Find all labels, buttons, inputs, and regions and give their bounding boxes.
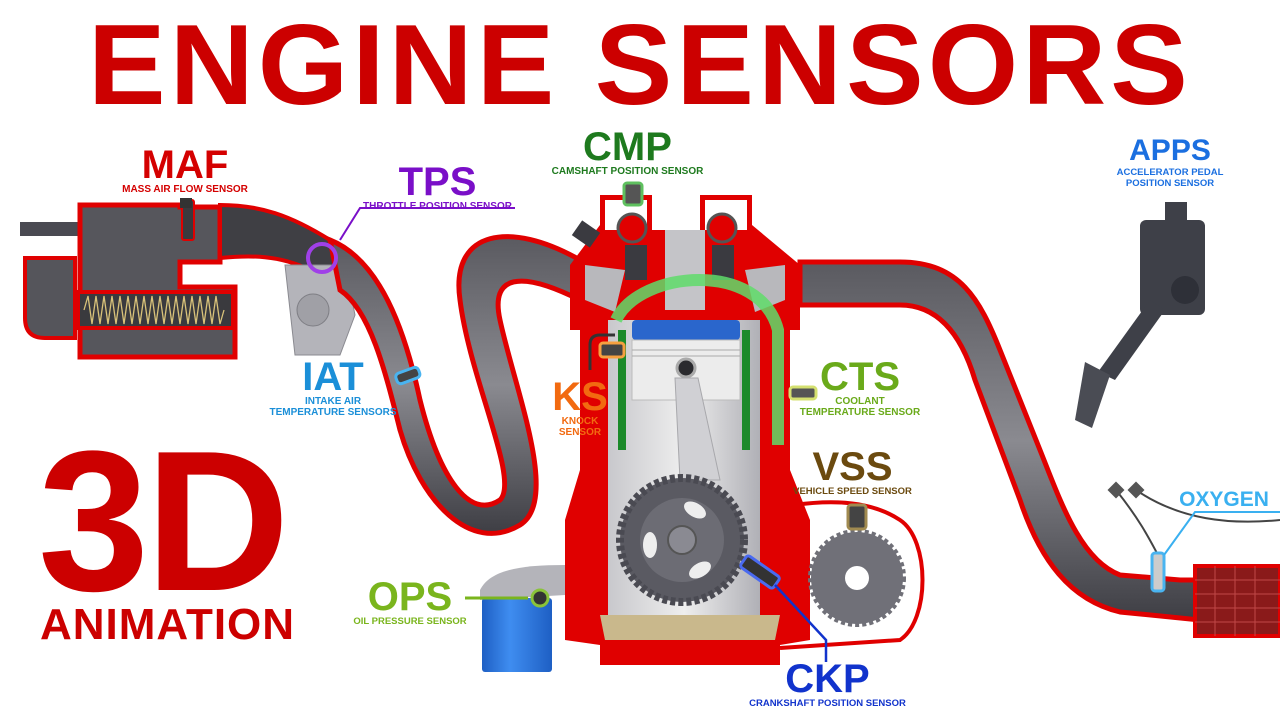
label-maf: MAF MASS AIR FLOW SENSOR [100, 143, 270, 195]
accelerator-pedal [1075, 202, 1205, 428]
maf-abbr: MAF [141, 143, 229, 187]
oxygen-abbr: OXYGEN [1179, 488, 1269, 511]
cmp-abbr: CMP [583, 125, 672, 169]
subtitle-animation: ANIMATION [40, 600, 296, 649]
label-oxygen: OXYGEN [1170, 488, 1278, 512]
cts-name-line1: COOLANT [835, 396, 885, 407]
subtitle-3d: 3D [38, 410, 290, 633]
tps-abbr: TPS [398, 160, 477, 204]
iat-abbr: IAT [302, 355, 364, 399]
ks-name-line1: KNOCK [561, 416, 599, 427]
apps-abbr: APPS [1129, 134, 1211, 167]
label-cts: CTS COOLANT TEMPERATURE SENSOR [790, 355, 930, 418]
label-ops: OPS OIL PRESSURE SENSOR [345, 575, 475, 627]
engine-block [565, 274, 810, 665]
label-apps: APPS ACCELERATOR PEDAL POSITION SENSOR [1100, 134, 1240, 190]
page-title: ENGINE SENSORS [88, 2, 1192, 129]
cmp-name: CAMSHAFT POSITION SENSOR [551, 166, 704, 177]
ks-abbr: KS [552, 375, 608, 419]
ckp-name: CRANKSHAFT POSITION SENSOR [749, 698, 906, 709]
exhaust-pipe [797, 259, 1280, 638]
cylinder-head [570, 195, 800, 330]
ops-abbr: OPS [367, 575, 453, 619]
tps-name: THROTTLE POSITION SENSOR [363, 201, 512, 212]
cts-name-line2: TEMPERATURE SENSOR [799, 407, 921, 418]
crankshaft-gear [616, 474, 748, 606]
label-iat: IAT INTAKE AIR TEMPERATURE SENSORS [258, 355, 408, 418]
vss-abbr: VSS [812, 445, 893, 489]
iat-name-line2: TEMPERATURE SENSORS [269, 407, 397, 418]
iat-name-line1: INTAKE AIR [304, 396, 362, 407]
ks-name-line2: SENSOR [558, 427, 602, 438]
air-filter-box [20, 199, 238, 360]
ops-name: OIL PRESSURE SENSOR [353, 616, 467, 627]
cts-abbr: CTS [820, 355, 900, 399]
apps-name-line1: ACCELERATOR PEDAL [1116, 167, 1224, 178]
label-ckp: CKP CRANKSHAFT POSITION SENSOR [735, 657, 920, 709]
maf-name: MASS AIR FLOW SENSOR [122, 184, 248, 195]
ckp-abbr: CKP [785, 657, 870, 701]
vehicle-speed-gear [779, 500, 925, 650]
label-tps: TPS THROTTLE POSITION SENSOR [355, 160, 520, 212]
vss-name: VEHICLE SPEED SENSOR [793, 486, 912, 497]
label-vss: VSS VEHICLE SPEED SENSOR [785, 445, 920, 497]
label-ks: KS KNOCK SENSOR [545, 375, 615, 438]
label-cmp: CMP CAMSHAFT POSITION SENSOR [540, 125, 715, 177]
apps-name-line2: POSITION SENSOR [1125, 178, 1215, 189]
oil-filter [480, 565, 565, 672]
